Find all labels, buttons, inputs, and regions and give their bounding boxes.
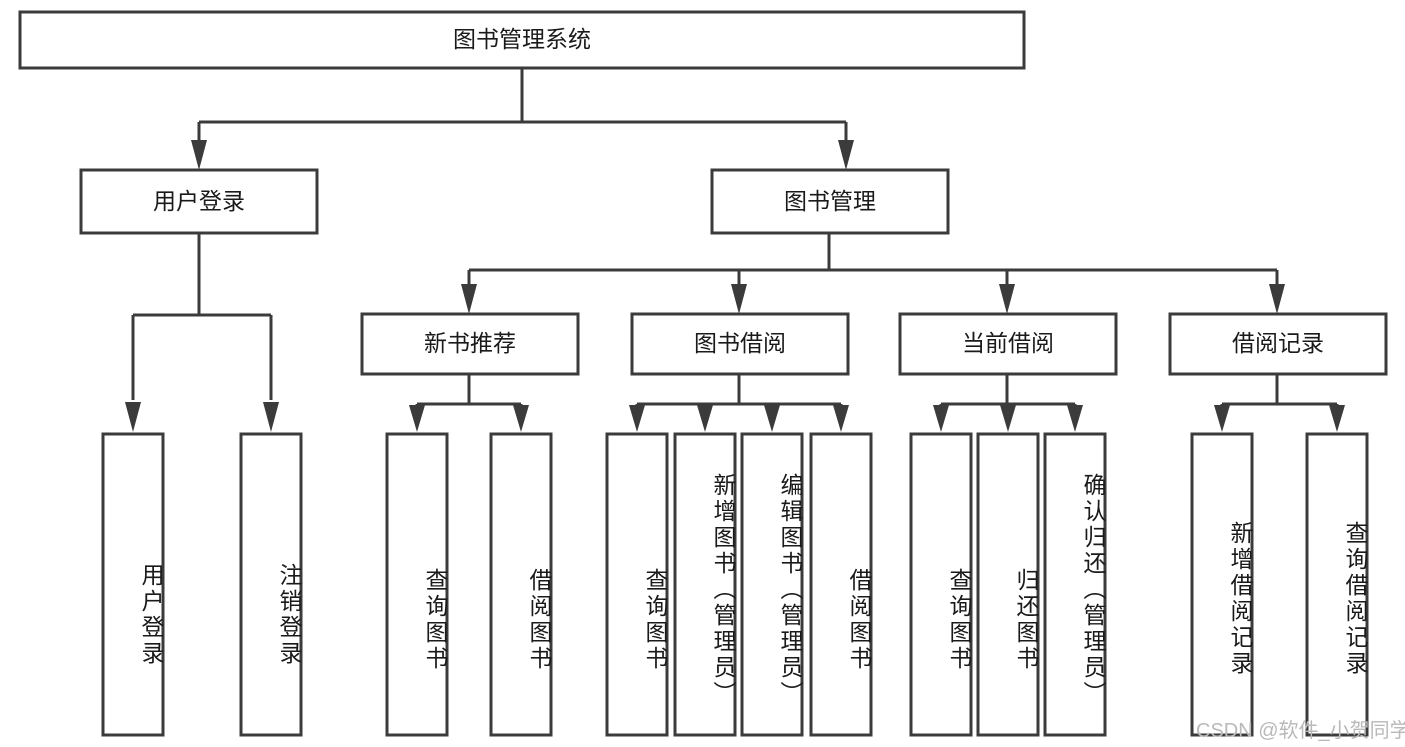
node-user-login[interactable]: 用户登录	[79, 168, 319, 235]
connector-bookborrow-to-leaves	[629, 374, 849, 432]
leaf-box-user-login[interactable]	[101, 432, 165, 737]
node-borrow-records[interactable]: 借阅记录	[1168, 312, 1388, 376]
leaf-box-cb-confirm-return[interactable]	[1043, 432, 1107, 737]
leaf-box-bb-query-book[interactable]	[605, 432, 669, 737]
node-new-book-recommend[interactable]: 新书推荐	[360, 312, 580, 376]
node-root[interactable]: 图书管理系统	[18, 10, 1026, 70]
watermark-text: CSDN @软件_小贺同学	[1196, 720, 1405, 742]
leaf-box-cb-return-book[interactable]	[976, 432, 1040, 737]
leaf-box-nb-query-book[interactable]	[385, 432, 449, 737]
node-book-management-label: 图书管理	[784, 188, 876, 214]
node-book-borrow[interactable]: 图书借阅	[630, 312, 850, 376]
leaf-box-br-add-record[interactable]	[1190, 432, 1254, 737]
node-new-book-recommend-label: 新书推荐	[424, 330, 516, 356]
leaf-box-bb-borrow-book[interactable]	[809, 432, 873, 737]
node-book-management[interactable]: 图书管理	[710, 168, 950, 235]
node-book-borrow-label: 图书借阅	[694, 330, 786, 356]
node-current-borrow-label: 当前借阅	[962, 330, 1054, 356]
node-current-borrow[interactable]: 当前借阅	[898, 312, 1118, 376]
node-root-label: 图书管理系统	[453, 26, 591, 52]
leaf-box-bb-add-book[interactable]	[673, 432, 737, 737]
leaf-box-bb-edit-book[interactable]	[740, 432, 804, 737]
connector-currentborrow-to-leaves	[933, 374, 1083, 432]
leaf-box-cb-query-book[interactable]	[909, 432, 973, 737]
connector-borrowrecord-to-leaves	[1214, 374, 1345, 432]
node-user-login-label: 用户登录	[153, 188, 245, 214]
node-borrow-records-label: 借阅记录	[1232, 330, 1324, 356]
connector-userlogin-to-leaves	[125, 233, 279, 432]
leaf-boxes	[101, 432, 1369, 737]
connector-newbook-to-leaves	[409, 374, 529, 432]
connector-bookmgmt-to-level2	[461, 233, 1285, 314]
connector-root-to-level1	[191, 68, 854, 170]
leaf-box-user-logout[interactable]	[239, 432, 303, 737]
leaf-box-nb-borrow-book[interactable]	[489, 432, 553, 737]
leaf-box-br-query-record[interactable]	[1305, 432, 1369, 737]
